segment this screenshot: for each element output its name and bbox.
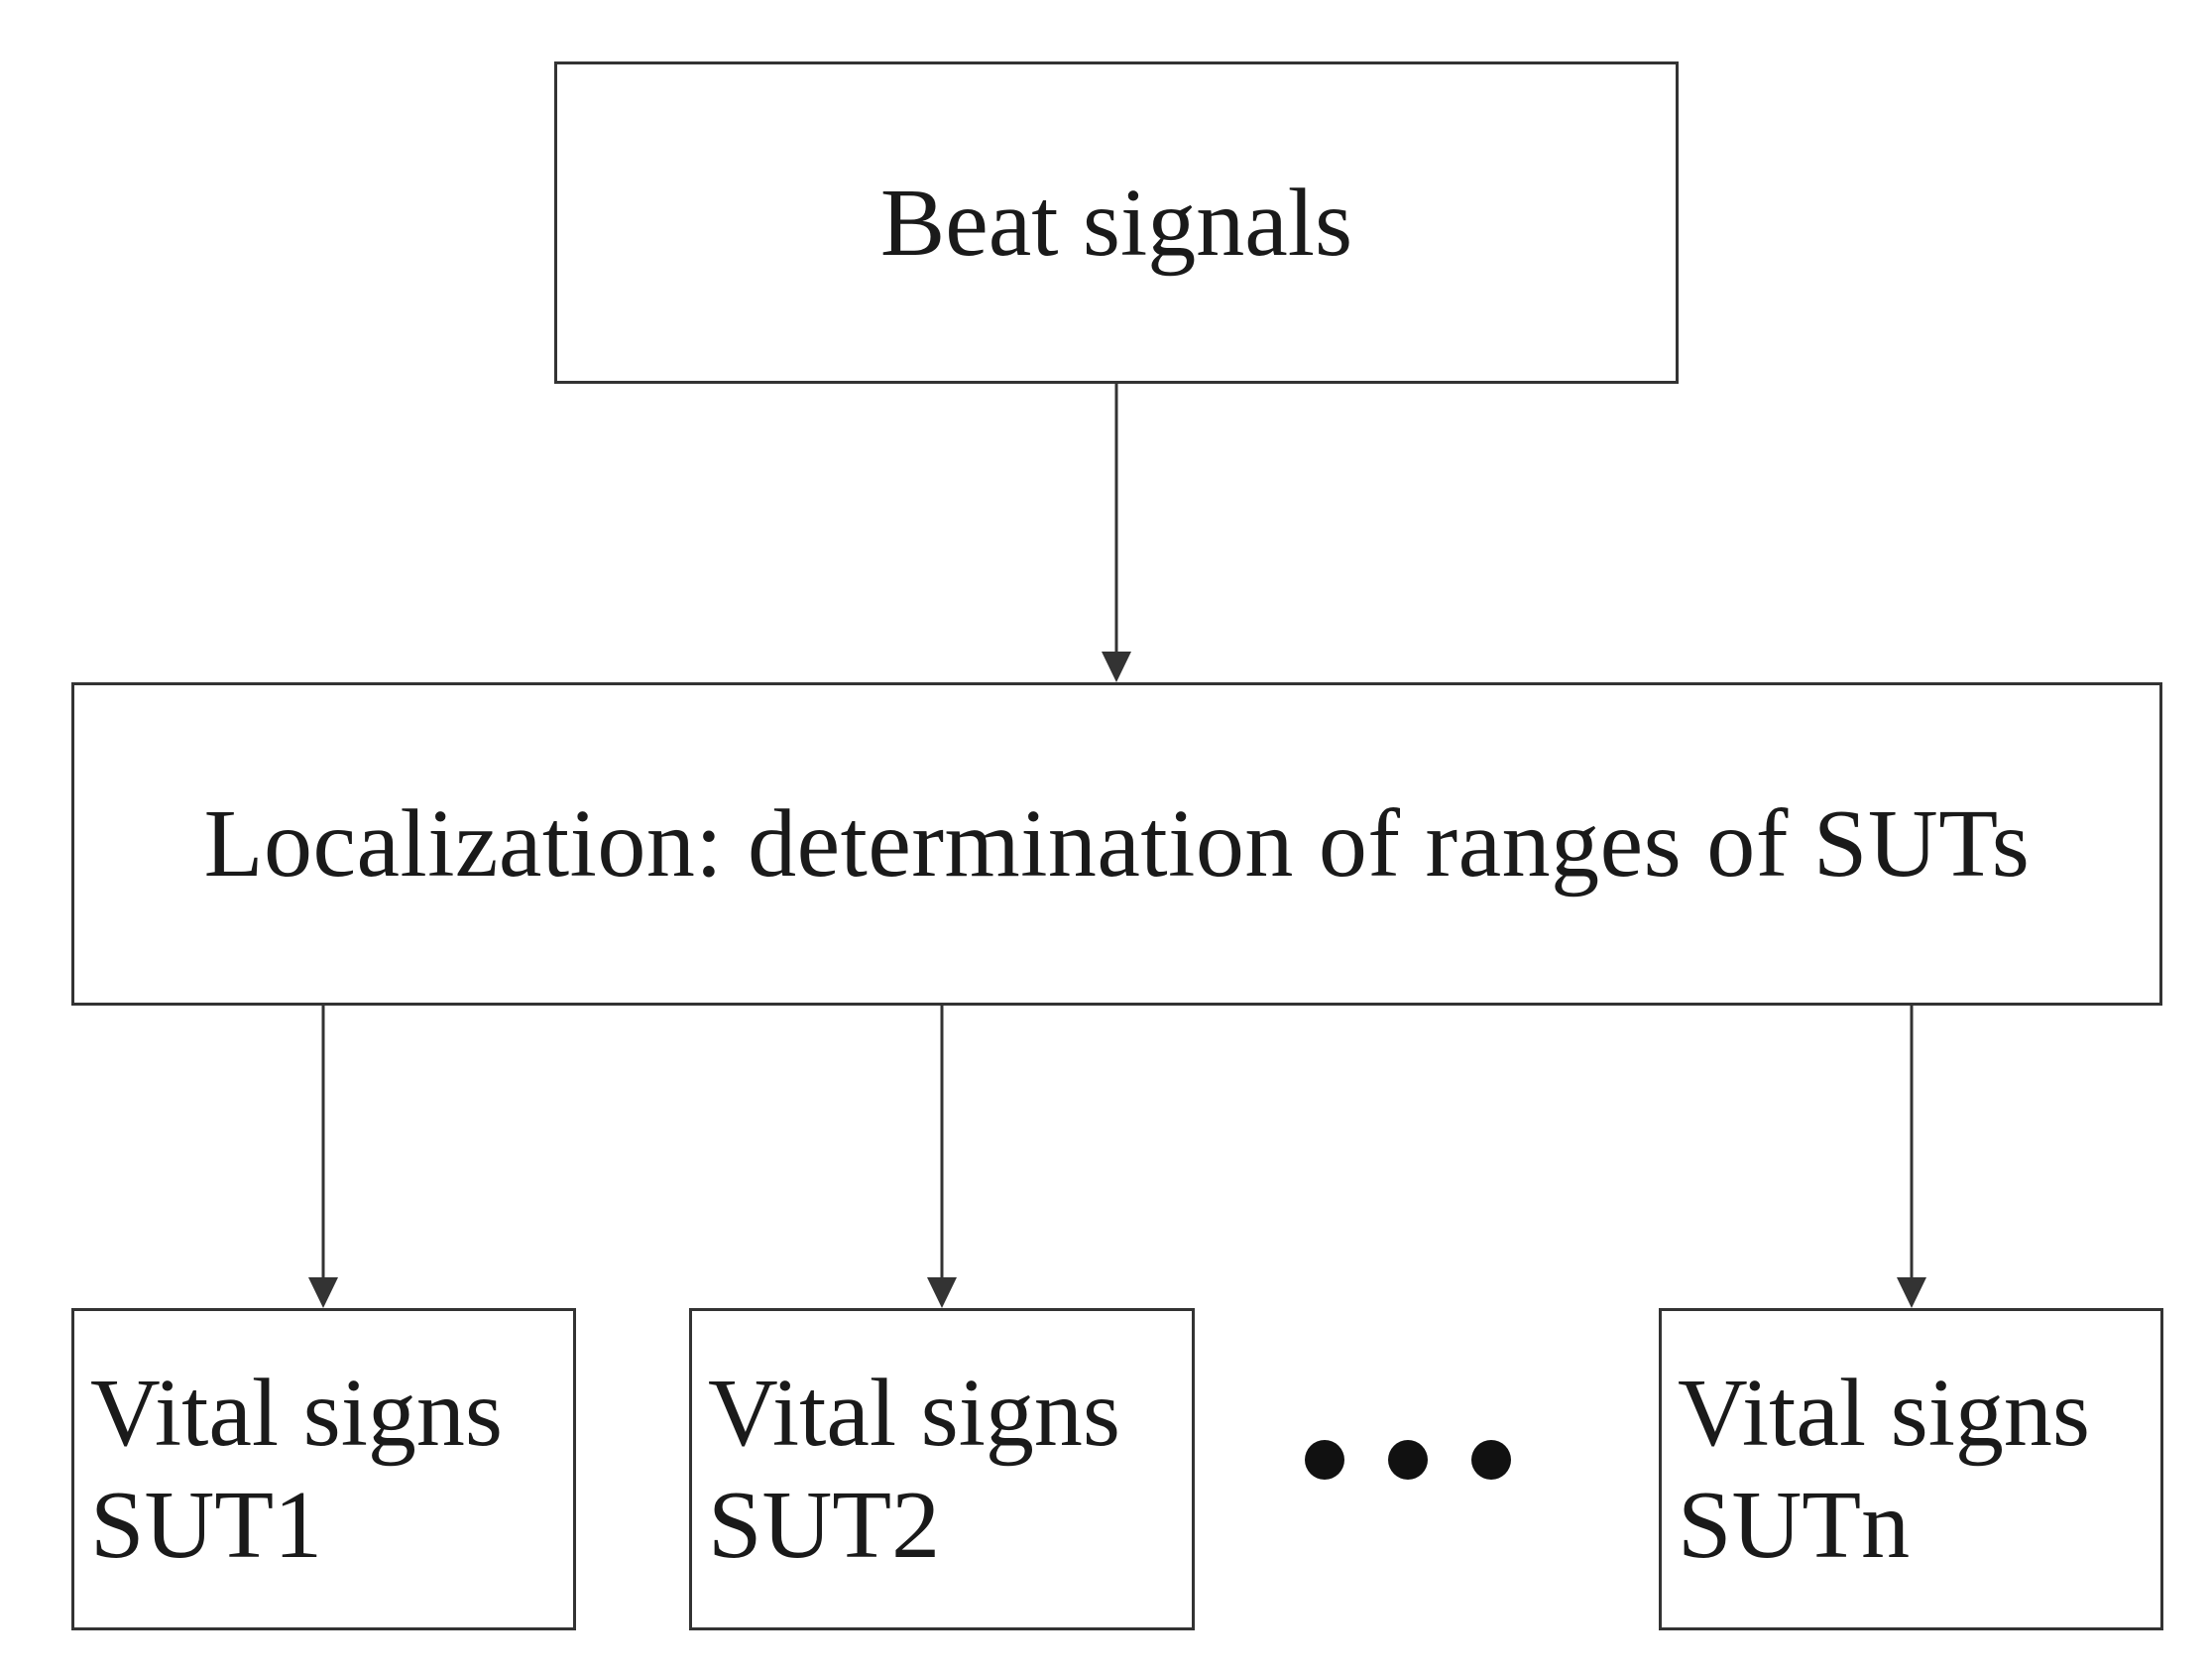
node-localization: Localization: determination of ranges of… [71, 682, 2162, 1006]
arrow-middle-to-leaf-n [1897, 1006, 1926, 1308]
node-vital-signs-sut2-line1: Vital signs [708, 1359, 1121, 1467]
node-localization-label: Localization: determination of ranges of… [203, 790, 2031, 898]
node-vital-signs-sut1: Vital signs SUT1 [71, 1308, 576, 1630]
arrow-middle-to-leaf-2 [927, 1006, 957, 1308]
node-vital-signs-sut1-line2: SUT1 [90, 1471, 323, 1579]
node-vital-signs-sutn-line2: SUTn [1678, 1471, 1911, 1579]
node-beat-signals: Beat signals [554, 61, 1679, 384]
node-beat-signals-label: Beat signals [879, 169, 1353, 277]
node-vital-signs-sut2: Vital signs SUT2 [689, 1308, 1195, 1630]
node-vital-signs-sut1-line1: Vital signs [90, 1359, 504, 1467]
ellipsis-dot-3 [1471, 1440, 1511, 1480]
ellipsis-dot-1 [1305, 1440, 1344, 1480]
node-vital-signs-sutn: Vital signs SUTn [1659, 1308, 2163, 1630]
node-vital-signs-sut2-line2: SUT2 [708, 1471, 941, 1579]
arrow-middle-to-leaf-1 [308, 1006, 338, 1308]
ellipsis-dot-2 [1388, 1440, 1428, 1480]
node-vital-signs-sutn-line1: Vital signs [1678, 1359, 2091, 1467]
arrow-top-to-middle [1102, 384, 1131, 682]
